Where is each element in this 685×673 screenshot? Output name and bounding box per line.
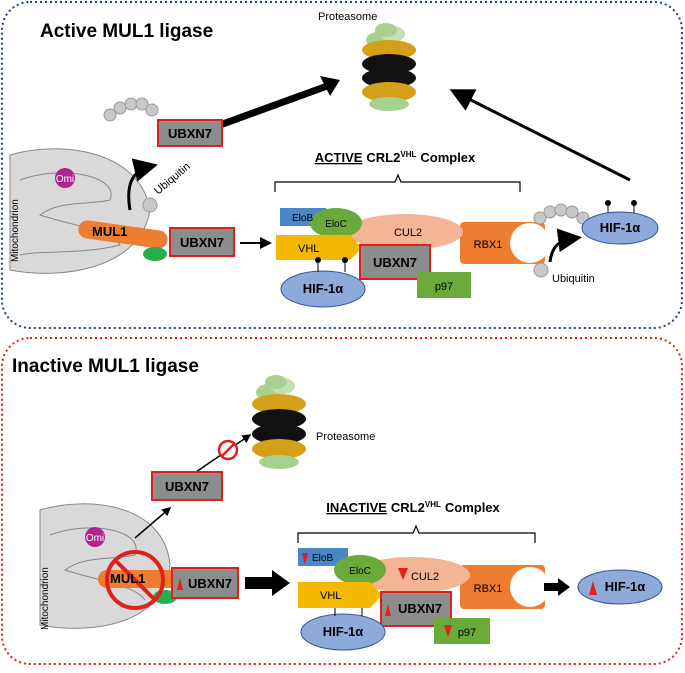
mitochondrion-label-active: Mitochondrion [10,199,21,262]
rbx1-label-active: RBX1 [474,239,503,251]
hif-right-active [581,211,659,245]
p97-label-inactive: p97 [458,627,476,639]
omi-label-active: Omi [56,174,74,185]
active-panel-border [1,1,683,329]
cul2-label-active: CUL2 [394,227,422,239]
elob-label-active: EloB [292,213,313,224]
inhibition-symbol [105,550,165,610]
ubxn7-mid-box-inactive [171,567,239,599]
inactive-panel: Inactive MUL1 ligase Proteasome UBXN7 Om… [1,337,683,665]
ubxn7-complex-label-inactive: UBXN7 [398,601,442,616]
active-panel: Active MUL1 ligase Proteasome UBXN7 [1,1,683,329]
up-arrow-ubxn7-complex [385,604,391,616]
vhl-label-active: VHL [298,243,319,255]
inactive-panel-border [1,337,683,665]
ubiquitin-chain-right [533,203,590,278]
eloc-label-inactive: EloC [349,566,371,577]
ubiquitin-right-label: Ubiquitin [552,273,595,285]
proteasome-inactive [252,375,306,469]
up-arrow-hif [589,581,597,595]
ubxn7-top-label: UBXN7 [168,126,212,141]
ubxn7-mid-label-inactive: UBXN7 [188,576,232,591]
mitochondrion-active: Omi [9,148,168,274]
hif-complex-label-active: HIF-1α [303,281,344,296]
down-arrow-elob [302,553,308,565]
inactive-panel-title: Inactive MUL1 ligase [12,356,199,377]
thick-arrow-to-complex [245,570,290,596]
proteasome-active [362,23,416,111]
arrowhead-to-proteasome [320,76,340,96]
proteasome-label-inactive: Proteasome [316,431,375,443]
down-arrow-cul2 [398,568,408,580]
ubxn7-mid-box [169,227,235,257]
mitochondrion-label-inactive: Mitochondrion [40,567,51,630]
ubxn7-top-label-inactive: UBXN7 [165,479,209,494]
arrow-up-inactive [134,507,172,539]
ubiquitin-left-label: Ubiquitin [152,161,193,198]
mul1-label-inactive: MUL1 [110,571,145,586]
p97-label-active: p97 [435,281,453,293]
complex-bracket-inactive [297,524,536,543]
curved-arrow-right-active [548,228,582,263]
proteasome-label-active: Proteasome [318,11,377,23]
down-arrow-p97 [444,625,452,637]
complex-bracket-active [274,173,521,192]
arrow-to-proteasome [218,81,332,129]
hif-right-label-active: HIF-1α [600,220,641,235]
active-panel-title: Active MUL1 ligase [40,21,213,42]
elob-label-inactive: EloB [312,553,333,564]
hif-right-inactive [577,569,663,605]
cul2-label-inactive: CUL2 [411,571,439,583]
ubxn7-top-box [157,119,223,147]
complex-active [276,208,550,308]
eloc-label-active: EloC [325,219,347,230]
ubxn7-mid-label: UBXN7 [180,235,224,250]
mitochondrion-inactive: Omi [39,503,178,629]
arrow-to-hif-inactive [544,578,570,596]
hif-right-label-inactive: HIF-1α [605,579,646,594]
ubxn7-top-box-inactive [151,471,223,501]
ubxn7-complex-label-active: UBXN7 [373,255,417,270]
complex-inactive [298,548,550,651]
vhl-label-inactive: VHL [320,590,341,602]
rbx1-label-inactive: RBX1 [474,583,503,595]
curved-arrow-up-active [127,158,158,211]
up-arrow-ubxn7-mid [177,578,183,590]
ubiquitin-chain-top [103,97,159,122]
hif-complex-label-inactive: HIF-1α [323,624,364,639]
omi-label-inactive: Omi [86,533,104,544]
arrow-hif-to-proteasome [449,89,631,182]
mul1-label-active: MUL1 [92,224,127,239]
